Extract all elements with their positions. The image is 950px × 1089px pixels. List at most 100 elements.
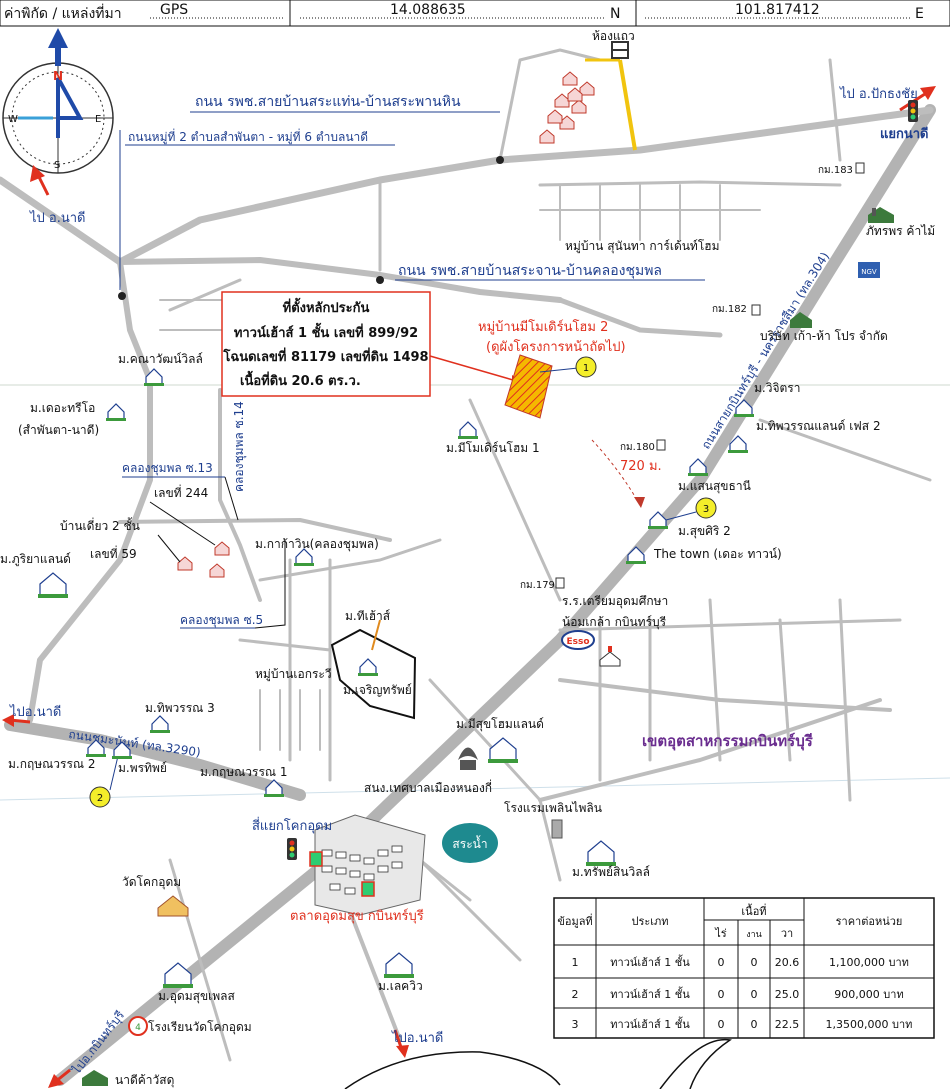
road-label-2: ถนนหมู่ที่ 2 ตำบลสำพันตา - หมู่ที่ 6 ตำบ…: [128, 128, 368, 145]
school-icon: [599, 646, 621, 667]
temple-icon: [157, 895, 189, 917]
svg-text:ทาวน์เฮ้าส์ 1 ชั้น: ทาวน์เฮ้าส์ 1 ชั้น: [610, 986, 690, 1001]
municipality-emblem-icon: [458, 747, 478, 770]
place-thipwan2: ม.ทิพวรรณแลนด์ เฟส 2: [756, 419, 881, 433]
header-longitude: 101.817412: [735, 2, 820, 18]
price-table: ข้อมูลที่ ประเภท เนื้อที่ ไร่ งาน วา ราค…: [553, 897, 935, 1039]
village-icon: [688, 458, 708, 476]
place-saensuk: ม.แสนสุขธานี: [678, 479, 751, 494]
market-area: [309, 814, 426, 916]
klong-13-label: คลองชุมพล ซ.13: [122, 461, 213, 476]
marker-leader: [109, 755, 119, 791]
direction-arrow-top-left: ไป อ.นาดี: [29, 165, 86, 226]
table-header-rai: ไร่: [714, 927, 727, 940]
to-pakthongchai: ไป อ.ปักธงชัย: [839, 86, 918, 102]
svg-text:25.0: 25.0: [775, 988, 800, 1001]
place-single-house: บ้านเดี่ยว 2 ชั้น: [60, 517, 140, 533]
lake-outline: [659, 1038, 732, 1089]
compass-s: S: [54, 160, 60, 171]
village-icon: [264, 779, 284, 797]
village-icon: [458, 421, 478, 439]
village-house-cluster: [177, 71, 595, 578]
place-misuk: ม.มีสุขโฮมแลนด์: [456, 717, 544, 732]
compass-n: N: [53, 69, 63, 83]
place-suksiri: ม.สุขศิริ 2: [678, 524, 731, 539]
place-school: ร.ร.เตรียมอุดมศึกษา: [562, 594, 668, 609]
to-nadee-top: ไป อ.นาดี: [29, 210, 86, 226]
place-thetown: The town (เดอะ ทาวน์): [653, 547, 782, 561]
svg-text:1: 1: [572, 956, 579, 969]
place-nadee-store: นาดีค้าวัสดุ: [115, 1073, 174, 1088]
callout-line1: ทาวน์เฮ้าส์ 1 ชั้น เลขที่ 899/92: [234, 322, 418, 341]
svg-text:0: 0: [718, 1018, 725, 1031]
collateral-callout: ที่ตั้งหลักประกัน ทาวน์เฮ้าส์ 1 ชั้น เลข…: [221, 291, 526, 397]
place-phatthraphon: ภัทรพร ค้าไม้: [866, 224, 935, 238]
compass-rose: N S E W: [2, 28, 114, 174]
header-label: ค่าพิกัด / แหล่งที่มา: [4, 4, 122, 22]
village-icon: [144, 368, 164, 386]
marker-1: 1: [575, 356, 597, 378]
place-modern1: ม.มีโมเดิร์นโฮม 1: [446, 441, 540, 455]
table-header-no: ข้อมูลที่: [557, 913, 592, 928]
svg-text:0: 0: [718, 988, 725, 1001]
road-label-3: ถนน รพช.สายบ้านสระจาน-บ้านคลองชุมพล: [398, 263, 662, 279]
place-theatrio-sub: (สำพันตา-นาดี): [18, 423, 99, 437]
village-boundary: [330, 628, 417, 720]
hotel-icon: [551, 819, 563, 839]
toilet-icon: [611, 41, 629, 59]
table-row: 1 ทาวน์เฮ้าส์ 1 ชั้น 0 0 20.6 1,100,000 …: [572, 954, 909, 969]
ngv-logo-icon: NGV: [858, 262, 880, 278]
place-charoensap: ม.เจริญทรัพย์: [343, 683, 412, 697]
seven-eleven-icon: [309, 851, 323, 867]
label-leader: [224, 476, 239, 521]
access-road: [618, 59, 637, 151]
grid-line: [0, 777, 950, 801]
place-kritsana2: ม.กฤษณวรรณ 2: [8, 757, 96, 771]
warehouse-icon: [868, 207, 894, 223]
project-distance: 720 ม.: [620, 459, 662, 474]
place-market: ตลาดอุดมสุข กบินทร์บุรี: [290, 908, 424, 924]
school-icon: 4: [128, 1016, 148, 1036]
place-watschool: โรงเรียนวัดโคกอุดม: [148, 1020, 252, 1035]
table-header-wa: วา: [781, 927, 793, 940]
village-icon: [294, 548, 314, 566]
north-arrow-icon: [48, 28, 68, 48]
to-nadee-left: ไปอ.นาดี: [9, 704, 61, 720]
place-school2: น้อมเกล้า กบินทร์บุรี: [562, 615, 667, 630]
marker-leader: [665, 511, 697, 521]
header-source: GPS: [160, 2, 188, 18]
place-udomsuk: ม.อุดมสุขเพลส: [158, 989, 236, 1004]
km-182: กม.182: [712, 304, 747, 315]
pond-label: สระน้ำ: [452, 835, 487, 851]
place-ekkrawi: หมู่บ้านเอกระวี: [255, 667, 332, 682]
table-row: 2 ทาวน์เฮ้าส์ 1 ชั้น 0 0 25.0 900,000 บา…: [572, 986, 904, 1001]
coordinate-header: ค่าพิกัด / แหล่งที่มา GPS 14.088635 N 10…: [0, 0, 950, 27]
svg-text:1,3500,000 บาท: 1,3500,000 บาท: [826, 1018, 913, 1031]
place-industrial: เขตอุตสาหกรรมกบินทร์บุรี: [642, 732, 814, 751]
factory-icon: [790, 312, 812, 328]
place-kakaew: ม.กาก้าวิน(คลองชุมพล): [255, 537, 379, 552]
svg-text:3: 3: [572, 1018, 579, 1031]
km-183: กม.183: [818, 165, 853, 176]
direction-arrow-bottom: ไปอ.นาดี: [391, 1029, 443, 1058]
place-lakeview: ม.เลควิว: [378, 979, 423, 993]
place-kritsana1: ม.กฤษณวรรณ 1: [200, 765, 288, 779]
village-icon: [86, 739, 106, 757]
marker-leader: [539, 367, 579, 373]
to-nadee-bottom: ไปอ.นาดี: [391, 1030, 443, 1046]
place-hotel: โรงแรมเพลินไพลิน: [504, 801, 602, 815]
place-no244: เลขที่ 244: [154, 484, 208, 500]
km-179: กม.179: [520, 580, 555, 591]
svg-text:2: 2: [572, 988, 579, 1001]
junction-dot: [118, 292, 126, 300]
road-network: [0, 48, 936, 1086]
road-label-1: ถนน รพช.สายบ้านสระแท่น-บ้านสระพานหิน: [195, 94, 461, 110]
village-icon: [384, 952, 414, 978]
svg-text:20.6: 20.6: [775, 956, 800, 969]
store-icon: [82, 1070, 108, 1086]
pond: [442, 823, 498, 863]
junction-dot: [376, 276, 384, 284]
village-icon: [728, 435, 748, 453]
klong-5-label: คลองชุมพล ซ.5: [180, 613, 263, 628]
village-icon-group: [38, 368, 754, 988]
